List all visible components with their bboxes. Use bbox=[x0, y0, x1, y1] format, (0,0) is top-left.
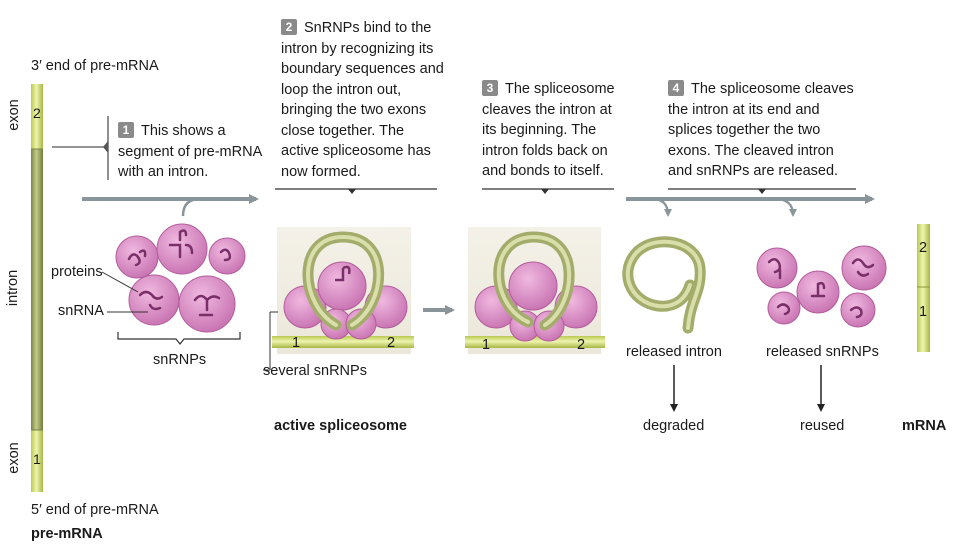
step-1-badge: 1 bbox=[118, 122, 134, 138]
cleaving-spliceosome bbox=[465, 227, 605, 354]
step1-bracket bbox=[52, 116, 109, 180]
released-intron-label: released intron bbox=[626, 344, 722, 360]
intron-side-label: intron bbox=[5, 269, 21, 307]
mrna-exon1-number: 1 bbox=[919, 304, 928, 320]
active-spliceosome bbox=[263, 227, 414, 371]
snrnps-label: snRNPs bbox=[153, 352, 207, 368]
active-spliceosome-label: active spliceosome bbox=[274, 418, 407, 434]
mrna-label: mRNA bbox=[902, 418, 947, 434]
process-arrows bbox=[82, 194, 875, 315]
premrna-title: pre-mRNA bbox=[31, 526, 103, 542]
exon2-label-a: 2 bbox=[387, 335, 396, 351]
outcome-arrows bbox=[670, 365, 825, 412]
mrna-strand bbox=[917, 224, 930, 352]
released-snrnps bbox=[756, 245, 887, 328]
proteins-label: proteins bbox=[51, 264, 103, 280]
exon-bottom-label: exon bbox=[6, 442, 22, 474]
snrna-label: snRNA bbox=[58, 303, 104, 319]
exon1-label-b: 1 bbox=[482, 337, 491, 353]
exon2-label-b: 2 bbox=[577, 337, 586, 353]
released-snrna-squiggles bbox=[767, 258, 875, 319]
step-3-badge: 3 bbox=[482, 80, 498, 96]
exon2-segment bbox=[31, 84, 43, 149]
snrna-squiggles bbox=[127, 229, 232, 317]
degraded-label: degraded bbox=[643, 418, 705, 434]
released-snrnps-label: released snRNPs bbox=[766, 344, 879, 360]
exon1-label-a: 1 bbox=[292, 335, 301, 351]
caption-underlines bbox=[275, 188, 856, 194]
exon-top-number: 2 bbox=[33, 105, 41, 121]
mrna-exon2-number: 2 bbox=[919, 240, 928, 256]
exon1-segment bbox=[31, 430, 43, 492]
step-2-badge: 2 bbox=[281, 19, 297, 35]
reused-label: reused bbox=[800, 418, 845, 434]
step-4-badge: 4 bbox=[668, 80, 684, 96]
intron-segment bbox=[31, 149, 43, 430]
premrna-strand bbox=[31, 84, 43, 492]
exon-top-label: exon bbox=[6, 99, 22, 131]
premrna-5prime-label: 5′ end of pre-mRNA bbox=[31, 502, 159, 518]
label-pointers bbox=[101, 271, 148, 313]
several-snrnps-label: several snRNPs bbox=[263, 363, 367, 379]
released-intron-lariat bbox=[622, 236, 706, 334]
exon-bottom-number: 1 bbox=[33, 451, 41, 467]
premrna-3prime-label: 3′ end of pre-mRNA bbox=[31, 58, 159, 74]
snrnps-brace bbox=[117, 332, 241, 345]
